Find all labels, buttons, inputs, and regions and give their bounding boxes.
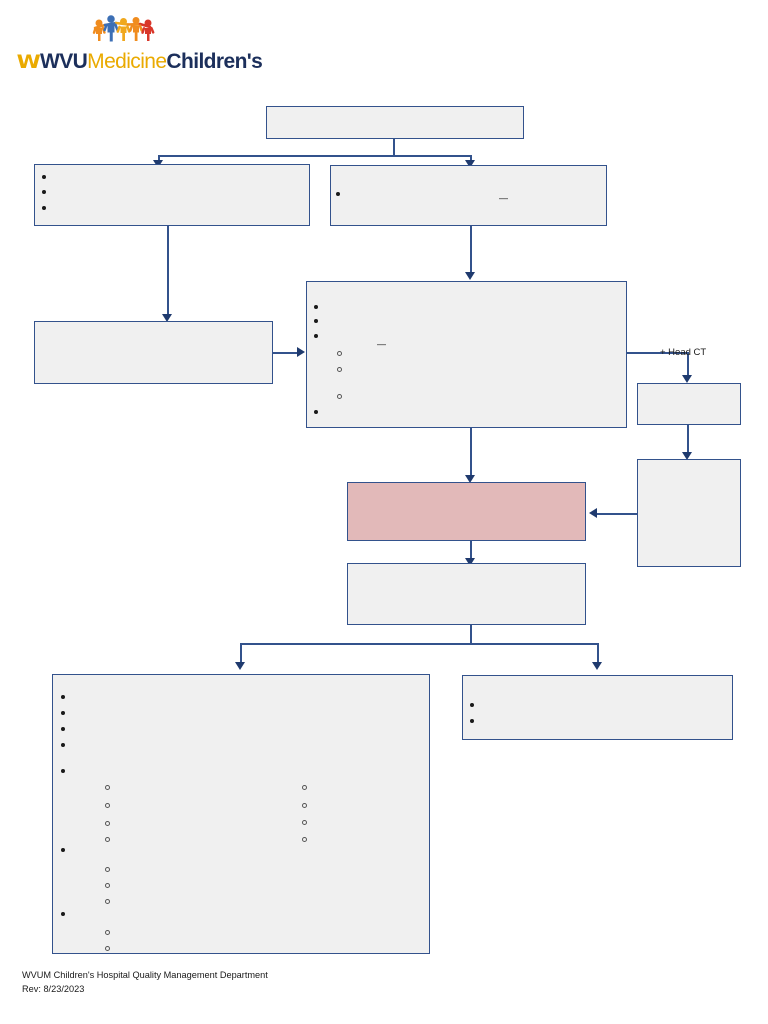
logo-text-medicine: Medicine	[87, 50, 167, 73]
flying-wv-icon: W	[16, 51, 41, 73]
connector-n9-to-n6	[597, 513, 637, 515]
bullet-marker	[470, 703, 474, 707]
sub-bullet-marker	[302, 837, 307, 842]
sub-bullet-marker	[105, 785, 110, 790]
post-decision-box[interactable]	[347, 563, 586, 625]
sub-bullet-marker	[105, 899, 110, 904]
sub-bullet-marker	[337, 394, 342, 399]
connector-to-n3	[470, 155, 472, 163]
top-entry-box[interactable]	[266, 106, 524, 139]
footer-revision: Rev: 8/23/2023	[22, 984, 85, 995]
discharge-box-body	[463, 676, 732, 739]
footer-department: WVUM Children's Hospital Quality Managem…	[22, 970, 268, 980]
right-criteria-box-text: —	[499, 193, 508, 203]
bullet-marker	[42, 175, 46, 179]
bullet-marker	[61, 769, 65, 773]
assessment-box-text: —	[377, 339, 386, 349]
disposition-detail-box-body	[53, 675, 429, 953]
sub-bullet-marker	[105, 837, 110, 842]
connector-to-n10	[240, 643, 242, 665]
assessment-box-body: —	[307, 282, 626, 427]
arrowhead-n5-to-n6	[465, 475, 475, 483]
bullet-marker	[314, 305, 318, 309]
right-criteria-box-body: —	[331, 166, 606, 225]
arrowhead-to-n3	[465, 160, 475, 168]
connector-n6-to-n7	[470, 541, 472, 563]
connector-split-bottom	[240, 643, 598, 645]
right-criteria-box[interactable]: —	[330, 165, 607, 226]
connector-headct-down	[687, 352, 689, 379]
discharge-box[interactable]	[462, 675, 733, 740]
left-criteria-box-body	[35, 165, 309, 225]
arrowhead-n9-to-n6	[589, 508, 597, 518]
wvu-medicine-childrens-logo: W WVU Medicine Children's	[17, 14, 263, 80]
arrowhead-to-n11	[592, 662, 602, 670]
sub-bullet-marker	[302, 785, 307, 790]
imaging-result-box-body	[638, 460, 740, 566]
top-entry-box-body	[267, 107, 523, 138]
sub-bullet-marker	[105, 946, 110, 951]
sub-bullet-marker	[105, 803, 110, 808]
head-ct-edge-label: + Head CT	[660, 347, 707, 358]
connector-to-n2	[158, 155, 160, 163]
sub-bullet-marker	[337, 367, 342, 372]
bullet-marker	[61, 695, 65, 699]
connector-n3-to-n5	[470, 226, 472, 276]
footer: WVUM Children's Hospital Quality Managem…	[22, 968, 268, 997]
bullet-marker	[61, 912, 65, 916]
bullet-marker	[314, 334, 318, 338]
arrowhead-n3-to-n5	[465, 272, 475, 280]
bullet-marker	[61, 743, 65, 747]
bullet-marker	[314, 319, 318, 323]
connector-n1-down	[393, 138, 395, 156]
highlighted-decision-box-body	[348, 483, 585, 540]
sub-bullet-marker	[105, 867, 110, 872]
connector-n8-to-n9	[687, 425, 689, 457]
arrowhead-n4-to-n5	[297, 347, 305, 357]
post-decision-box-body	[348, 564, 585, 624]
bullet-marker	[470, 719, 474, 723]
sub-bullet-marker	[302, 820, 307, 825]
bullet-marker	[336, 192, 340, 196]
arrowhead-to-n10	[235, 662, 245, 670]
connector-to-n11	[597, 643, 599, 665]
sub-bullet-marker	[302, 803, 307, 808]
connector-n7-down	[470, 625, 472, 644]
children-figures-icon	[92, 15, 155, 42]
sub-bullet-marker	[337, 351, 342, 356]
highlighted-decision-box[interactable]	[347, 482, 586, 541]
left-action-box-body	[35, 322, 272, 383]
connector-split-top	[158, 155, 471, 157]
bullet-marker	[42, 206, 46, 210]
left-action-box[interactable]	[34, 321, 273, 384]
arrowhead-n8-to-n9	[682, 452, 692, 460]
arrowhead-n6-to-n7	[465, 558, 475, 566]
arrowhead-to-n4	[162, 314, 172, 322]
bullet-marker	[61, 727, 65, 731]
imaging-result-box[interactable]	[637, 459, 741, 567]
bullet-marker	[61, 711, 65, 715]
logo-text-wvu: WVU	[39, 50, 88, 73]
logo-wordmark: W WVU Medicine Children's	[16, 50, 263, 76]
logo-text-childrens: Children's	[166, 50, 263, 73]
bullet-marker	[314, 410, 318, 414]
assessment-box[interactable]: —	[306, 281, 627, 428]
bullet-marker	[42, 190, 46, 194]
sub-bullet-marker	[105, 930, 110, 935]
left-criteria-box[interactable]	[34, 164, 310, 226]
connector-n5-to-n6	[470, 428, 472, 480]
head-ct-box[interactable]	[637, 383, 741, 425]
disposition-detail-box[interactable]	[52, 674, 430, 954]
connector-n5-to-headct	[627, 352, 687, 354]
connector-n2-to-n4	[167, 225, 169, 318]
connector-n4-to-n5	[273, 352, 299, 354]
head-ct-box-body	[638, 384, 740, 424]
sub-bullet-marker	[105, 821, 110, 826]
arrowhead-to-headct-box	[682, 375, 692, 383]
sub-bullet-marker	[105, 883, 110, 888]
bullet-marker	[61, 848, 65, 852]
